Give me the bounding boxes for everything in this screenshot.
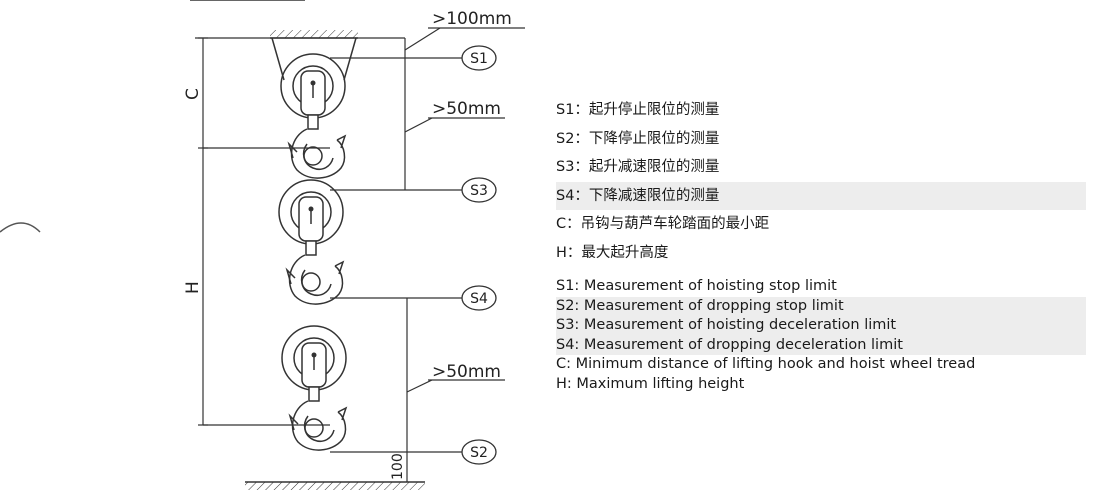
bottom-dimension-label: 100 — [390, 453, 406, 480]
marker-s4: S4 — [461, 285, 497, 311]
c-label: C — [183, 88, 203, 100]
dimension-lines — [195, 27, 525, 482]
edge-arc — [0, 222, 41, 233]
marker-s1-label: S1 — [470, 51, 488, 67]
legend-cn-c: C：吊钩与葫芦车轮踏面的最小距 — [556, 216, 770, 232]
legend-en-s2: S2: Measurement of dropping stop limit — [556, 296, 1086, 316]
top-clearance-label: >100mm — [432, 9, 512, 29]
legend-cn-s2: S2：下降停止限位的测量 — [556, 130, 720, 147]
legend-chinese: S1：起升停止限位的测量 S2：下降停止限位的测量 S3：起升减速限位的测量 S… — [556, 96, 1086, 267]
ropes — [271, 37, 357, 81]
marker-s2-label: S2 — [470, 445, 488, 461]
hook-middle — [278, 179, 344, 305]
legend-cn-s1: S1：起升停止限位的测量 — [556, 102, 720, 118]
legend-cn-h: H：最大起升高度 — [556, 244, 669, 261]
low-clearance-label: >50mm — [432, 362, 501, 382]
legend-english: S1: Measurement of hoisting stop limit S… — [556, 277, 1086, 394]
hook-top — [280, 53, 346, 179]
marker-s1: S1 — [461, 45, 497, 71]
ceiling-hatch — [190, 0, 358, 39]
legend: S1：起升停止限位的测量 S2：下降停止限位的测量 S3：起升减速限位的测量 S… — [556, 96, 1086, 394]
legend-cn-s3: S3：起升减速限位的测量 — [556, 159, 720, 175]
marker-s4-label: S4 — [470, 291, 488, 307]
legend-en-s3: S3: Measurement of hoisting deceleration… — [556, 316, 1086, 336]
legend-en-h: H: Maximum lifting height — [556, 375, 745, 392]
legend-en-c: C: Minimum distance of lifting hook and … — [556, 356, 976, 372]
marker-s2: S2 — [461, 439, 497, 465]
legend-cn-s4: S4：下降减速限位的测量 — [556, 181, 1086, 210]
mid-clearance-label: >50mm — [432, 99, 501, 119]
legend-en-s1: S1: Measurement of hoisting stop limit — [556, 278, 837, 294]
hook-bottom — [281, 325, 347, 451]
marker-s3-label: S3 — [470, 183, 488, 199]
marker-s3: S3 — [461, 177, 497, 203]
h-label: H — [183, 281, 203, 294]
floor-hatch — [245, 481, 425, 490]
legend-en-s4: S4: Measurement of dropping deceleration… — [556, 335, 1086, 355]
